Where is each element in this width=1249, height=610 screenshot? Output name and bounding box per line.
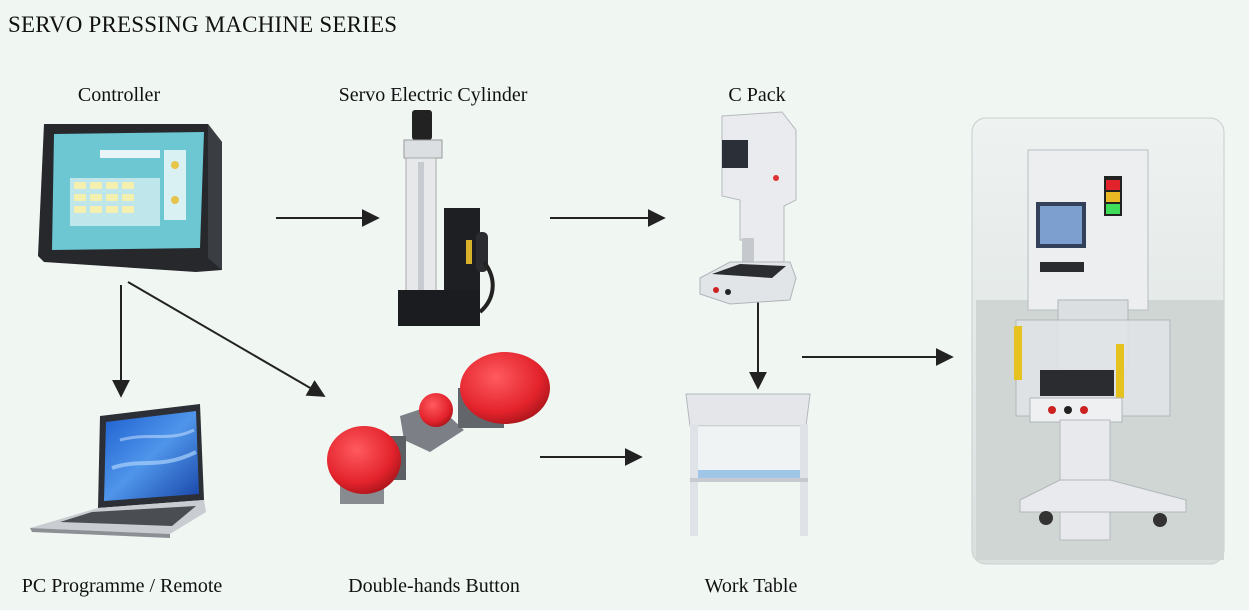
label-work-table: Work Table bbox=[704, 575, 798, 597]
press-machine-photo bbox=[971, 117, 1225, 565]
arrows bbox=[112, 209, 954, 466]
label-servo-cylinder: Servo Electric Cylinder bbox=[338, 84, 528, 106]
label-controller: Controller bbox=[77, 84, 161, 106]
arrow-controller-to-buttons bbox=[127, 281, 326, 397]
label-c-pack: C Pack bbox=[728, 84, 786, 106]
label-double-hands-button: Double-hands Button bbox=[348, 575, 520, 597]
c-pack-press-icon bbox=[699, 111, 797, 305]
controller-hmi-icon bbox=[38, 124, 222, 272]
servo-cylinder-icon bbox=[398, 110, 495, 326]
label-pc-programme: PC Programme / Remote bbox=[21, 575, 223, 597]
diagram-title: SERVO PRESSING MACHINE SERIES bbox=[8, 12, 398, 37]
work-table-icon bbox=[685, 393, 811, 536]
laptop-icon bbox=[30, 404, 206, 538]
emergency-buttons-icon bbox=[327, 352, 550, 504]
